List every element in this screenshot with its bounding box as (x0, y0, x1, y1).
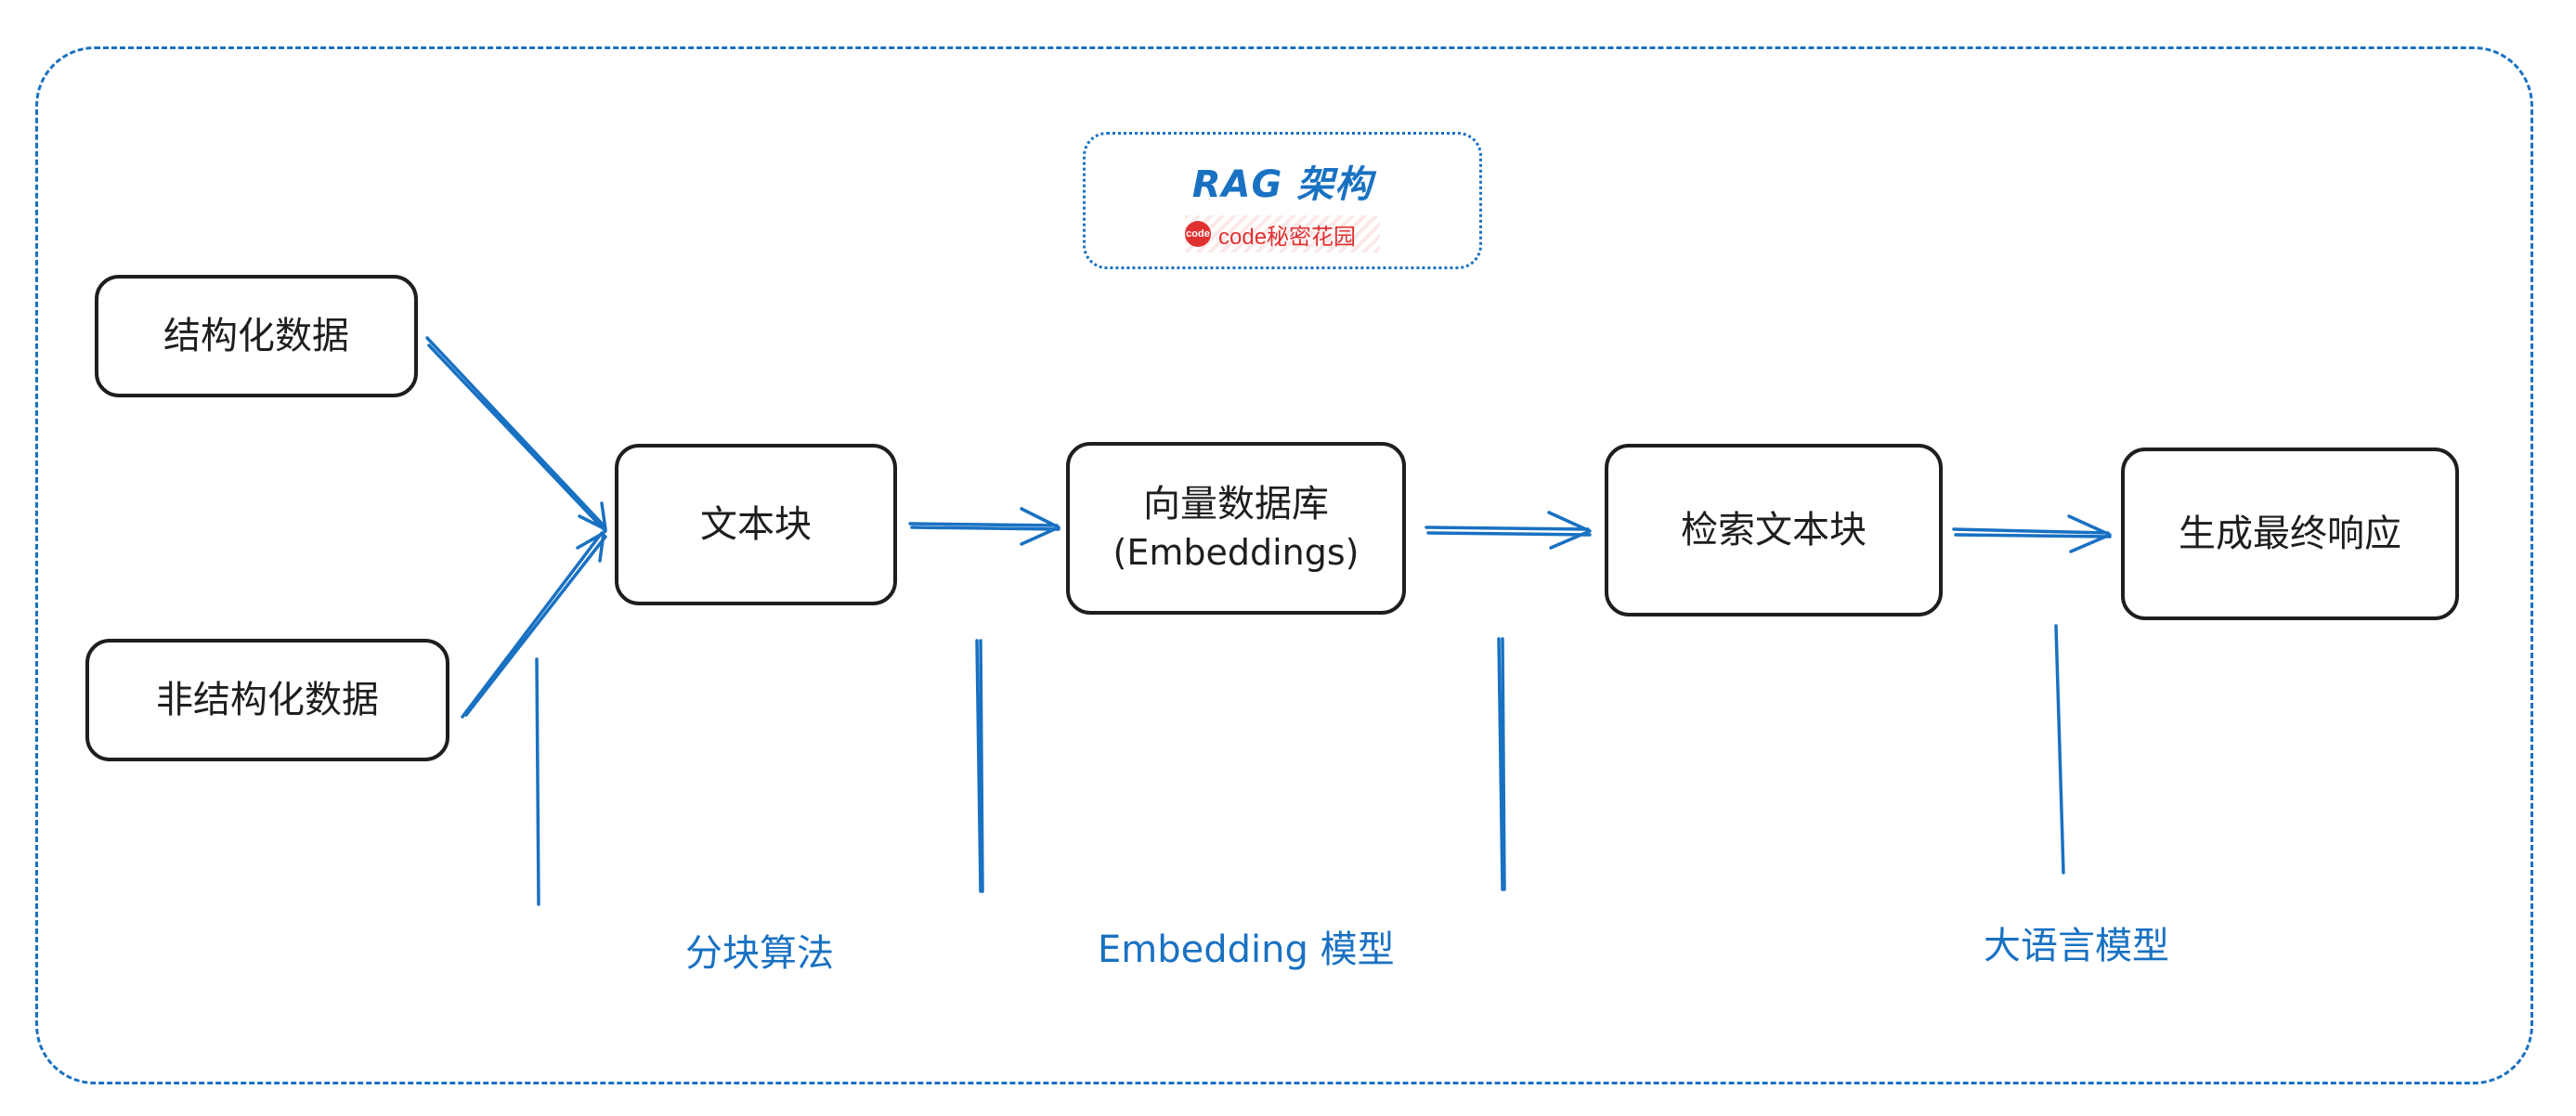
arrow-retrieve-to-generate (1952, 514, 2112, 553)
node-retrieve-chunks-label: 检索文本块 (1681, 509, 1867, 552)
node-structured-data-label: 结构化数据 (163, 315, 349, 357)
brand-watermark: code code秘密花园 (1185, 215, 1380, 253)
node-generate-response: 生成最终响应 (2121, 448, 2459, 620)
node-unstructured-data-label: 非结构化数据 (156, 679, 379, 721)
node-vector-database: 向量数据库 (Embeddings) (1066, 442, 1406, 615)
arrow-structured-to-chunks (425, 336, 607, 533)
title-box (1083, 132, 1482, 269)
label-chunking-algorithm: 分块算法 (685, 932, 834, 975)
node-text-chunks: 文本块 (615, 444, 897, 605)
node-unstructured-data: 非结构化数据 (85, 639, 449, 761)
arrow-unstructured-to-chunks (461, 531, 607, 719)
brand-name: code秘密花园 (1218, 224, 1357, 250)
label-llm: 大语言模型 (1984, 925, 2169, 967)
node-vector-database-label: 向量数据库 (1143, 483, 1329, 526)
arrow-chunks-to-vectordb (908, 507, 1060, 546)
arrow-vectordb-to-retrieve (1425, 511, 1592, 550)
label-embedding-model: Embedding 模型 (1098, 928, 1395, 971)
diagram-frame (35, 46, 2533, 1084)
diagram-title: RAG 架构 (1191, 163, 1373, 206)
node-generate-response-label: 生成最终响应 (2179, 513, 2401, 555)
divider-line-1 (535, 657, 540, 906)
node-structured-data: 结构化数据 (95, 275, 418, 397)
node-vector-database-sublabel: (Embeddings) (1112, 532, 1360, 574)
brand-logo-icon: code (1185, 221, 1211, 247)
node-text-chunks-label: 文本块 (700, 503, 812, 546)
divider-line-4 (2054, 624, 2065, 875)
node-retrieve-chunks: 检索文本块 (1605, 444, 1943, 616)
divider-line-3 (1497, 637, 1506, 891)
divider-line-2 (975, 639, 984, 893)
